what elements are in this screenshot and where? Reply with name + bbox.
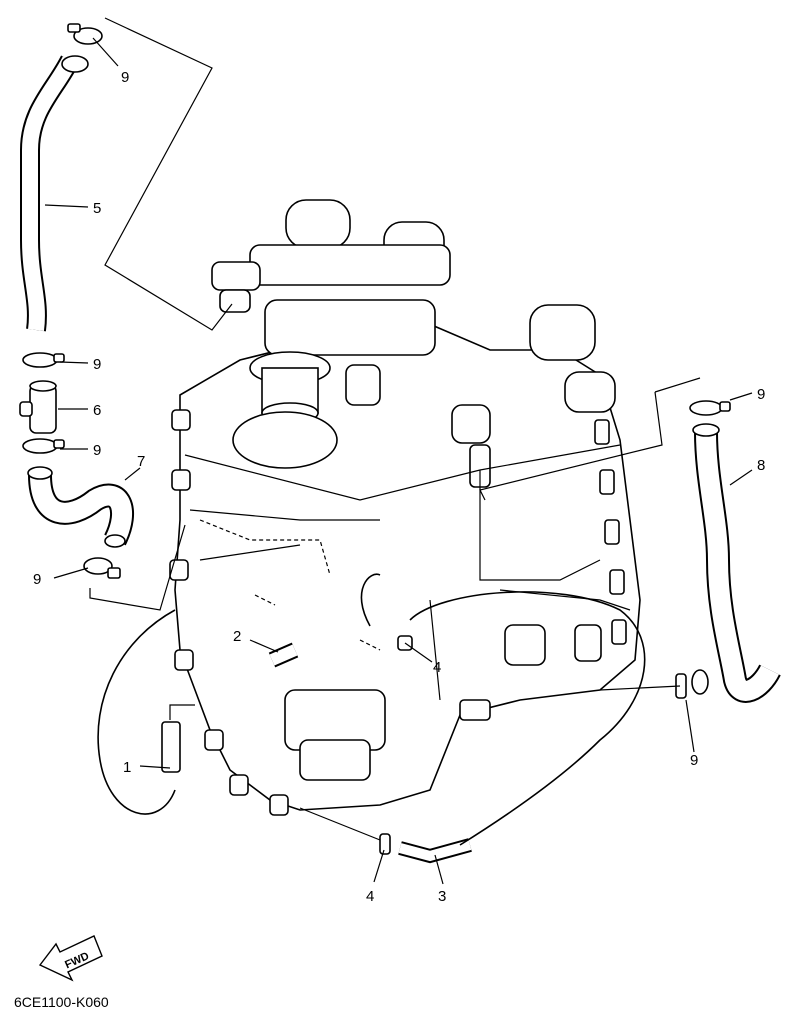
fwd-arrow-icon: FWD: [38, 935, 103, 982]
hose-part-2: [268, 642, 299, 668]
clamp-part-9-d: [83, 557, 121, 579]
clamp-part-9-c: [22, 438, 65, 454]
clamp-part-4-bottom: [379, 833, 391, 855]
callout-7: 7: [137, 453, 145, 470]
leader-lines: [44, 17, 753, 885]
clamp-part-9-e: [689, 400, 731, 416]
callout-9: 9: [93, 356, 101, 373]
callout-3: 3: [438, 888, 446, 905]
hose-part-7: [27, 466, 135, 548]
hose-loop-bottom: [409, 591, 646, 846]
joint-part-6: [19, 380, 57, 434]
figure-code: 6CE1100-K060: [14, 994, 109, 1010]
callout-9: 9: [93, 442, 101, 459]
callout-5: 5: [93, 200, 101, 217]
hose-upper-center: [360, 573, 381, 627]
callout-6: 6: [93, 402, 101, 419]
hose-part-1: [161, 704, 195, 773]
engine-block: [169, 199, 641, 816]
clamp-part-9-b: [22, 352, 65, 368]
callout-9: 9: [121, 69, 129, 86]
clamp-part-9-top: [67, 23, 103, 45]
callout-8: 8: [757, 457, 765, 474]
callout-9: 9: [757, 386, 765, 403]
callout-9: 9: [690, 752, 698, 769]
callout-9: 9: [33, 571, 41, 588]
callout-4: 4: [433, 659, 441, 676]
hose-part-5: [20, 55, 89, 332]
callout-4: 4: [366, 888, 374, 905]
callout-2: 2: [233, 628, 241, 645]
hose-loop-left: [97, 609, 176, 815]
hose-part-3: [398, 838, 472, 864]
hose-part-8: [691, 423, 781, 703]
callout-1: 1: [123, 759, 131, 776]
